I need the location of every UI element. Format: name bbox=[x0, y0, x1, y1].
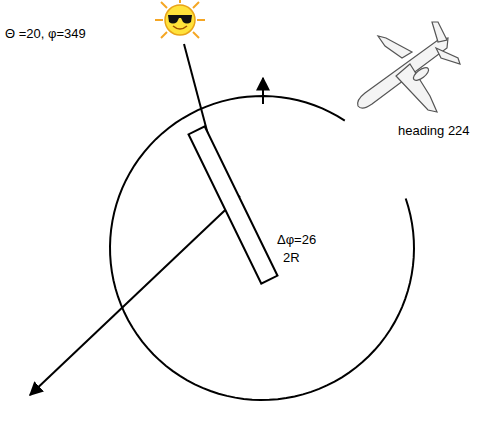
fin bbox=[432, 22, 447, 42]
heading-arrow bbox=[30, 196, 240, 395]
measurement-label: 2R bbox=[283, 250, 300, 265]
heading-label: heading 224 bbox=[398, 123, 470, 138]
ray bbox=[193, 32, 199, 38]
ray bbox=[161, 2, 167, 8]
engine bbox=[411, 65, 430, 82]
sun-icon bbox=[155, 0, 205, 38]
ray bbox=[193, 2, 199, 8]
solar-panel bbox=[189, 126, 278, 283]
tailplane bbox=[436, 48, 460, 64]
sunglasses bbox=[168, 15, 192, 24]
wing bbox=[378, 36, 412, 58]
horizon-circle bbox=[110, 96, 414, 400]
ray bbox=[155, 19, 163, 21]
measurement-label: Δφ=26 bbox=[277, 232, 316, 247]
airplane-icon bbox=[358, 22, 460, 112]
north-arrow bbox=[262, 78, 264, 104]
wing bbox=[396, 64, 437, 112]
ray bbox=[179, 0, 181, 3]
sun-angle-label: Θ =20, φ=349 bbox=[5, 26, 86, 41]
smile bbox=[173, 26, 187, 29]
ray bbox=[197, 19, 205, 21]
ray bbox=[161, 32, 167, 38]
sun-face bbox=[165, 5, 195, 35]
sun-rays bbox=[155, 0, 205, 38]
